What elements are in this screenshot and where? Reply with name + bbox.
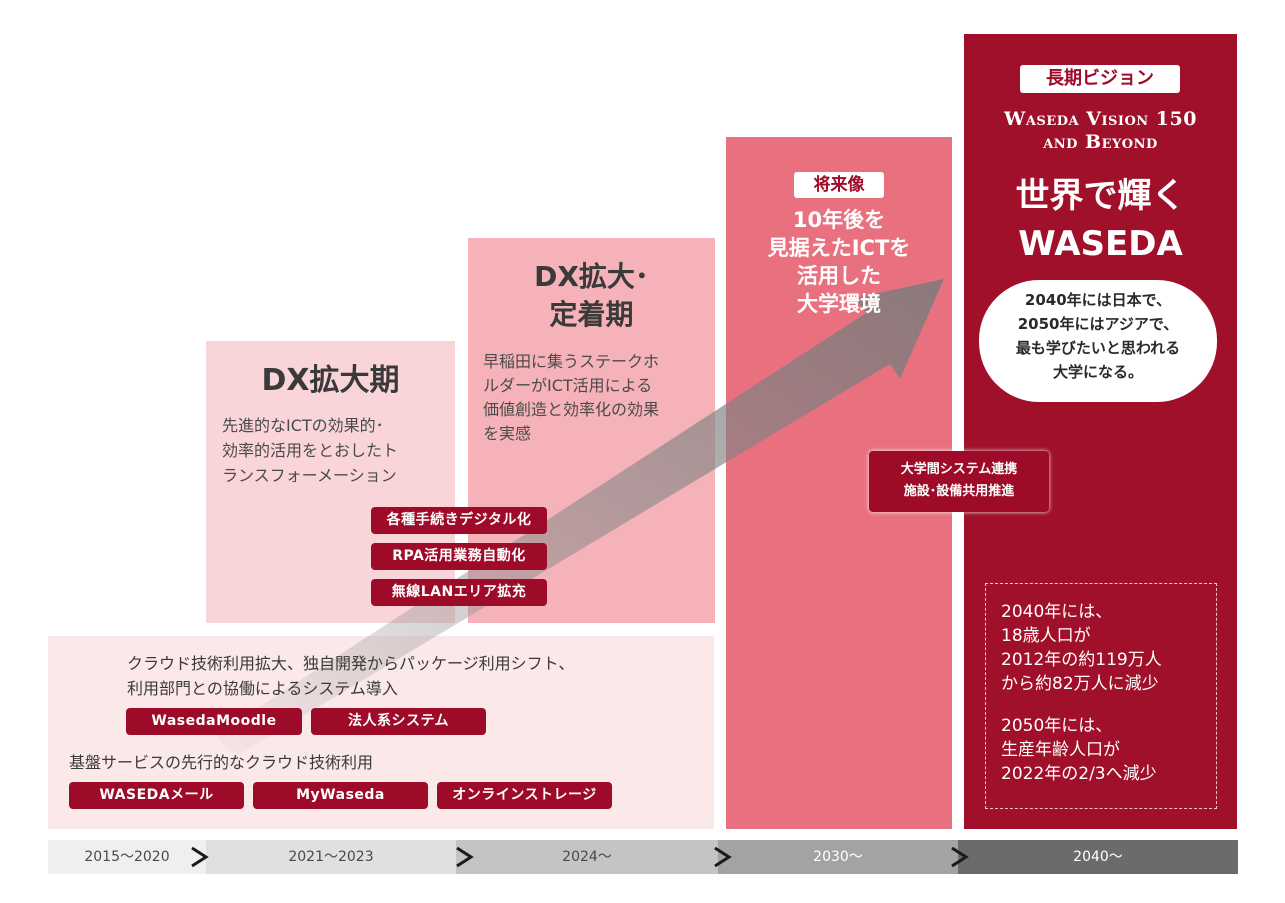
long-term-vision-badge: 長期ビジョン <box>1020 65 1180 93</box>
vision-headline: 世界で輝く WASEDA <box>1015 176 1186 264</box>
timeline-2040: 2040～ <box>958 840 1238 874</box>
foundation-desc-line1: クラウド技術利用拡大、独自開発からパッケージ利用シフト、 <box>127 654 575 673</box>
chevron-right-icon <box>456 846 474 868</box>
pill-rpa-automation: RPA活用業務自動化 <box>371 543 547 570</box>
vision-name: Waseda Vision 150 and Beyond <box>1004 108 1197 153</box>
phase-2024-title: DX拡大･ 定着期 <box>534 260 649 331</box>
pill-online-storage: オンラインストレージ <box>437 782 612 809</box>
foundation-desc-line2: 利用部門との協働によるシステム導入 <box>127 679 398 698</box>
demographic-note-2050: 2050年には、 生産年齢人口が 2022年の2/3へ減少 <box>1001 716 1157 784</box>
future-vision-text: 10年後を 見据えたICTを 活用した 大学環境 <box>767 208 911 316</box>
foundation-caption: 基盤サービスの先行的なクラウド技術利用 <box>69 753 374 772</box>
pill-wasedamoodle: WasedaMoodle <box>126 708 302 735</box>
pill-corporate-system: 法人系システム <box>311 708 486 735</box>
pill-mywaseda: MyWaseda <box>253 782 428 809</box>
timeline-2030: 2030～ <box>718 840 958 874</box>
phase-2021-title: DX拡大期 <box>261 363 400 398</box>
timeline-2024: 2024～ <box>456 840 718 874</box>
chevron-right-icon <box>951 846 969 868</box>
chevron-right-icon <box>191 846 209 868</box>
future-vision-badge: 将来像 <box>794 172 884 198</box>
timeline-bar: 2015～2020 2021～2023 2024～ 2030～ 2040～ <box>48 840 1238 874</box>
pill-wireless-lan: 無線LANエリア拡充 <box>371 579 547 606</box>
phase-2021-panel <box>206 341 455 623</box>
pill-waseda-mail: WASEDAメール <box>69 782 244 809</box>
timeline-2015-2020: 2015～2020 <box>48 840 206 874</box>
arrow-shape <box>216 279 944 755</box>
phase-2024-desc: 早稲田に集うステークホ ルダーがICT活用による 価値創造と効率化の効果 を実感 <box>483 352 660 443</box>
collaboration-callout: 大学間システム連携 施設･設備共用推進 <box>869 451 1049 512</box>
phase-2040-panel <box>964 34 1237 829</box>
timeline-2021-2023: 2021～2023 <box>206 840 456 874</box>
demographic-note-2040: 2040年には、 18歳人口が 2012年の約119万人 から約82万人に減少 <box>1001 602 1162 694</box>
phase-2021-desc: 先進的なICTの効果的･ 効率的活用をとおしたト ランスフォーメーション <box>222 416 399 485</box>
vision-goal-bubble: 2040年には日本で、 2050年にはアジアで、 最も学びたいと思われる 大学に… <box>979 280 1217 402</box>
demographic-note-box <box>985 583 1217 809</box>
pill-digital-procedures: 各種手続きデジタル化 <box>371 507 547 534</box>
chevron-right-icon <box>714 846 732 868</box>
